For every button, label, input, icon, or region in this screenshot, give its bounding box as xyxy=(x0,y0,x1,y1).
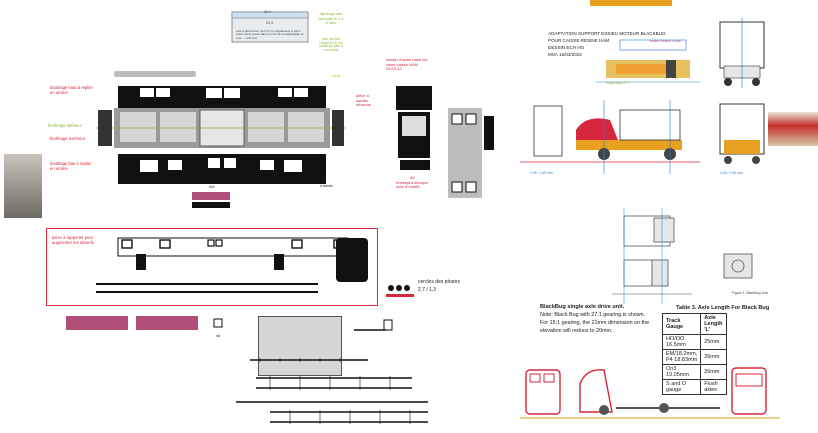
gear-note: engrenage 27:1 xyxy=(606,81,630,85)
engine-top-view xyxy=(596,39,700,83)
label-cote-sub: à souder xyxy=(320,184,334,188)
top-plate-drawing xyxy=(231,11,309,43)
label-dessin-av: AV xyxy=(410,175,416,180)
end-view-top-right xyxy=(719,18,765,88)
top-plate-dim-inner: 60,5 xyxy=(266,21,273,25)
rear-part xyxy=(192,192,230,208)
label-dessin-av-sub: fenêtrage à découper selon le modèle xyxy=(396,181,429,189)
table-cell: 25mm xyxy=(700,334,727,350)
bracket-right xyxy=(354,319,393,331)
label-doublage-haut: doublage haut à replier en arrière xyxy=(50,85,93,95)
fig-caption: Figure 1. BlackBug Unit xyxy=(732,291,768,295)
blackbug-title: BlackBug single axle drive unit. xyxy=(540,304,625,310)
label-cote: x1 xyxy=(322,178,327,183)
rail-strips xyxy=(236,358,428,424)
table-header-cell: Axle Length 'L' xyxy=(700,313,727,335)
box-parts xyxy=(96,237,368,293)
red-model-photo xyxy=(768,112,818,146)
label-cercles-sizes: 2,7 / 1,3 xyxy=(418,287,437,293)
vintage-photo xyxy=(4,154,42,218)
top-orange-strip xyxy=(590,0,672,6)
dim-front: 1,95 / 1,55 mm xyxy=(530,171,553,175)
table-header-row: Track Gauge Axle Length 'L' xyxy=(661,313,727,335)
side-elevation xyxy=(520,100,700,174)
top-plate-note: cote à déterminer de 0,5 mm d'épaisseur … xyxy=(236,29,304,40)
label-fenetrage-interieur: fenêtrage intérieur xyxy=(48,123,82,128)
maroon-strip-1 xyxy=(66,316,128,330)
engine-note: essieu moteur à plat xyxy=(650,39,681,43)
title-line-3: DESSIN ECH HO xyxy=(548,45,585,50)
green-note-body: pour arrondir l'avant sur le toit (détai… xyxy=(319,37,343,53)
roof-bar xyxy=(114,71,196,77)
label-dessin: dessin d'usine basé sur cotes caisse HAM… xyxy=(386,57,428,72)
label-cercles: cercles des phares xyxy=(418,279,460,285)
label-x6: x6 xyxy=(216,333,221,338)
dessin-front-view xyxy=(396,86,432,170)
dim-rear: 1,95 / 1,55 mm xyxy=(720,171,743,175)
window-parts-grid xyxy=(448,108,494,198)
label-doublage-bas: doublage bas à replier en arrière xyxy=(50,161,92,171)
label-piece-souder: pièce à souder dessous xyxy=(356,93,371,108)
maroon-strip-2 xyxy=(136,316,198,330)
end-view-mid-right xyxy=(719,103,765,164)
label-vent: Vent xyxy=(332,73,341,78)
top-plate-dim-top: 80,9 xyxy=(264,10,271,14)
table-header-cell: Track Gauge xyxy=(661,313,702,335)
bottom-red-views xyxy=(520,367,780,419)
grey-plate xyxy=(258,316,342,376)
table-cell: S and O gauge xyxy=(661,379,702,395)
title-line-4: MSA 16/03/2022 xyxy=(548,52,582,57)
table-row: S and O gauge Flush axles xyxy=(661,379,727,395)
label-ah: AH xyxy=(209,184,215,189)
blackbug-line-2: For 15:1 gearing, the 21mm dimension on … xyxy=(540,320,650,326)
table-caption: Table 3. Axle Length For Black Bug xyxy=(676,305,770,311)
label-fenetrage-exterieur: fenêtrage extérieur xyxy=(50,136,86,141)
green-note-title: Ajustage des arrondis R 1,6 à faire xyxy=(318,11,344,26)
table-row: HO/OO 16.5mm 25mm xyxy=(661,334,727,350)
label-box-note: pièce à rapporter pour augmenter les reb… xyxy=(52,235,94,245)
blackbug-line-1: Note: Black Bug with 27:1 gearing is sho… xyxy=(540,312,646,318)
title-line-2: POUR CAISSE RÉSINE HAM xyxy=(548,38,610,43)
axle-length-table: Track Gauge Axle Length 'L' HO/OO 16.5mm… xyxy=(661,313,727,395)
blackbug-line-3: elevation will reduce to 20mm. xyxy=(540,328,613,334)
title-line-1: ADAPTATION SUPPORT ESSIEU MOTEUR BLACKBU… xyxy=(548,31,666,36)
table-row: EM/18.2mm, P4 18.83mm 26mm xyxy=(661,349,727,365)
table-cell: HO/OO 16.5mm xyxy=(661,334,702,350)
body-side-unfolded xyxy=(96,86,346,184)
extension-piece-box xyxy=(46,228,378,306)
blackbug-drawing xyxy=(612,208,753,304)
table-cell: Flush axles xyxy=(700,379,727,395)
small-bracket xyxy=(213,318,223,328)
headlight-circles xyxy=(386,285,414,297)
